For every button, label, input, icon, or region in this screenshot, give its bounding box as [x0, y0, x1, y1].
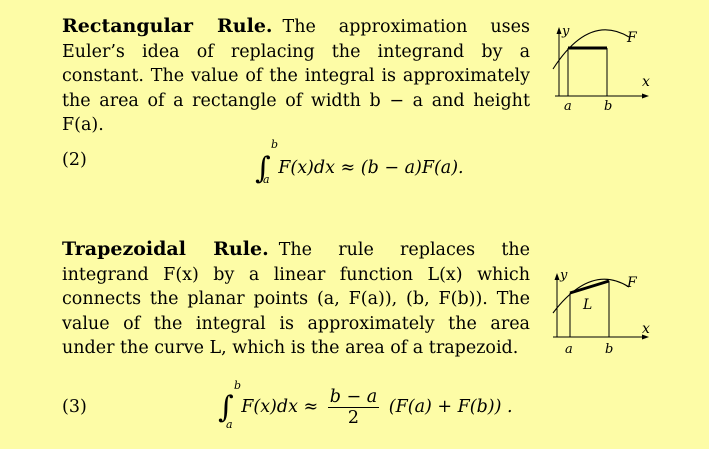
- equation-3-right: (F(a) + F(b)) .: [388, 397, 513, 417]
- rect-fig-b-label: b: [604, 99, 612, 114]
- equation-3: ∫ b a F(x)dx ≈ b − a 2 (F(a) + F(b)) .: [218, 379, 513, 431]
- equation-2-number: (2): [62, 150, 87, 170]
- trap-fig-b-label: b: [605, 342, 613, 357]
- rectangular-rule-paragraph: Rectangular Rule.The approximation uses …: [62, 14, 530, 138]
- trapezoidal-rule-figure: y F L x a b: [552, 268, 650, 357]
- equation-2-body: F(x)dx ≈ (b − a)F(a).: [278, 158, 464, 178]
- equation-2: ∫ b a F(x)dx ≈ (b − a)F(a).: [255, 138, 464, 186]
- equation-3-fraction: b − a 2: [327, 387, 380, 428]
- fraction-denominator: 2: [347, 408, 360, 428]
- equation-3-lower-limit: a: [226, 418, 233, 431]
- integral-sign: ∫: [218, 390, 234, 425]
- rect-fig-a-label: a: [564, 99, 572, 114]
- rect-fig-curve-label: F: [626, 30, 638, 46]
- trapezoidal-rule-heading: Trapezoidal Rule.: [62, 238, 269, 260]
- trap-fig-curve-label: F: [626, 275, 638, 291]
- trapezoidal-rule-text: The rule replaces the integrand F(x) by …: [62, 240, 530, 358]
- trap-fig-x-label: x: [642, 321, 650, 337]
- rectangular-rule-text: The approximation uses Euler’s idea of r…: [62, 17, 530, 135]
- equation-3-number: (3): [62, 397, 87, 417]
- equation-3-left: F(x)dx ≈: [241, 397, 319, 417]
- rectangular-rule-figure: y F x a b: [552, 24, 650, 114]
- equation-3-upper-limit: b: [234, 379, 242, 392]
- rectangular-rule-heading: Rectangular Rule.: [62, 15, 273, 37]
- equation-2-lower-limit: a: [263, 173, 270, 186]
- rect-fig-x-label: x: [642, 74, 650, 90]
- rect-fig-y-label: y: [561, 24, 570, 39]
- trap-fig-line-label: L: [582, 297, 592, 313]
- fraction-numerator: b − a: [327, 387, 380, 408]
- equation-2-upper-limit: b: [271, 138, 279, 151]
- trap-fig-y-label: y: [559, 268, 568, 283]
- trap-fig-a-label: a: [565, 342, 573, 357]
- trapezoidal-rule-paragraph: Trapezoidal Rule.The rule replaces the i…: [62, 237, 530, 361]
- integral-sign: ∫: [255, 151, 271, 186]
